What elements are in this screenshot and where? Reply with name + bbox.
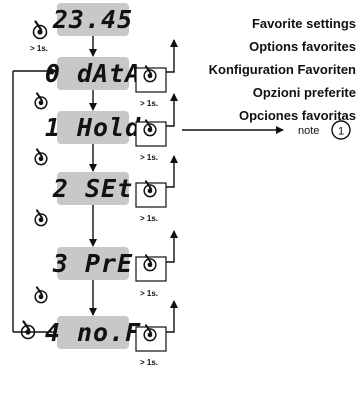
display-top-text: 23.45 xyxy=(52,5,133,34)
hold-box-pre: > 1s. xyxy=(135,230,178,298)
display-data-text: 0 dAtA xyxy=(45,59,141,88)
loop-back-arrow xyxy=(12,67,57,333)
hold-time-label: > 1s. xyxy=(140,214,158,223)
hold-box-hold: > 1s. xyxy=(135,93,178,162)
display-set: 2 SEt xyxy=(52,172,133,205)
title-es: Opciones favoritas xyxy=(239,108,356,123)
hold-time-label: > 1s. xyxy=(140,289,158,298)
finger-press-icon xyxy=(34,286,48,304)
finger-press-icon xyxy=(32,20,48,40)
display-hold-text: 1 Hold xyxy=(45,113,141,142)
title-fr: Options favorites xyxy=(249,39,356,54)
display-data: 0 dAtA xyxy=(45,57,141,90)
note-number: 1 xyxy=(338,126,344,138)
finger-press-icon xyxy=(34,148,48,166)
display-pre-text: 3 PrE xyxy=(52,249,133,278)
hold-time-label: > 1s. xyxy=(140,153,158,162)
display-hold: 1 Hold xyxy=(45,111,141,144)
hold-box-data: > 1s. xyxy=(135,39,178,108)
title-block: Favorite settings Options favorites Konf… xyxy=(209,16,356,123)
hold-time-label: > 1s. xyxy=(140,358,158,367)
display-pre: 3 PrE xyxy=(52,247,133,280)
hold-box-set: > 1s. xyxy=(135,155,178,223)
note-callout: note 1 xyxy=(182,120,351,140)
hold-time-label: > 1s. xyxy=(140,99,158,108)
note-number-circle xyxy=(331,120,351,140)
hold-box-nof: > 1s. xyxy=(135,300,178,367)
note-label: note xyxy=(298,125,319,137)
finger-hold-icon xyxy=(20,320,36,340)
display-top: 23.45 xyxy=(52,3,133,36)
title-en: Favorite settings xyxy=(252,16,356,31)
display-nof: 4 no.F xyxy=(45,316,141,349)
display-set-text: 2 SEt xyxy=(52,174,133,203)
title-de: Konfiguration Favoriten xyxy=(209,62,356,77)
display-nof-text: 4 no.F xyxy=(45,318,141,347)
title-it: Opzioni preferite xyxy=(253,85,356,100)
finger-press-icon xyxy=(34,92,48,110)
hold-time-label-top: > 1s. xyxy=(30,44,48,53)
finger-press-icon xyxy=(34,209,48,227)
